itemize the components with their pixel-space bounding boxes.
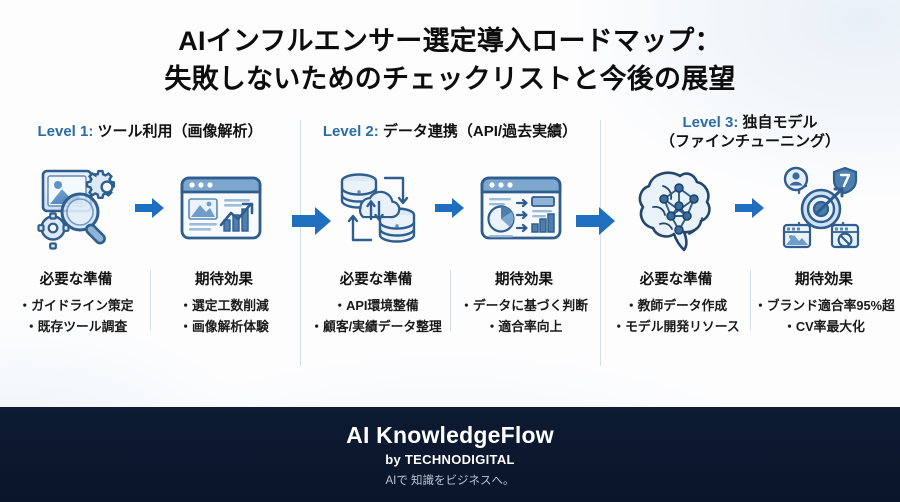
footer-bar: AI KnowledgeFlow by TECHNODIGITAL AIで 知識… (0, 407, 900, 502)
list-item: ・モデル開発リソース (612, 318, 740, 334)
level-1-title: ツール利用（画像解析） (97, 123, 263, 141)
level-1-column-prep: 必要な準備 ・ガイドライン策定 ・既存ツール調査 (2, 268, 150, 337)
level-1-columns: 必要な準備 ・ガイドライン策定 ・既存ツール調査 期待効果 ・選定工数削減 ・画… (0, 268, 300, 337)
level-1-label: Level 1: (37, 123, 94, 141)
arrow-level1-level2 (292, 206, 332, 236)
list-item: ・データに基づく判断 (460, 298, 588, 313)
level-2-title: データ連携（API/過去実績） (382, 123, 578, 141)
roadmap-panels: Level 1: ツール利用（画像解析） (0, 108, 900, 380)
inner-arrow-level-3 (733, 197, 767, 219)
level-panel-3: Level 3: 独自モデル （ファインチューニング） (600, 108, 900, 380)
list-item: ・適合率向上 (485, 318, 563, 334)
brain-neural-network-icon (631, 160, 727, 256)
list-item: ・CV率最大化 (783, 318, 865, 334)
level-2-heading: Level 2: データ連携（API/過去実績） (323, 108, 577, 156)
level-3-effect-list: ・ブランド適合率95%超 ・CV率最大化 (754, 296, 895, 337)
level-2-label: Level 2: (322, 123, 379, 141)
list-item: ・画像解析体験 (179, 318, 269, 334)
level-3-icons (631, 156, 869, 260)
level-panel-1: Level 1: ツール利用（画像解析） (0, 108, 300, 380)
level-1-icons (31, 156, 269, 260)
level-2-column-effect: 期待効果 ・データに基づく判断 ・適合率向上 (450, 268, 598, 337)
title-line-1: AIインフルエンサー選定導入ロードマップ： (178, 26, 722, 56)
arrow-level2-level3 (576, 206, 616, 236)
list-item: ・教師データ作成 (624, 298, 728, 313)
level-3-heading: Level 3: 独自モデル （ファインチューニング） (660, 108, 840, 156)
level-1-effect-list: ・選定工数削減 ・画像解析体験 (154, 296, 294, 337)
database-cloud-sync-icon (331, 160, 427, 256)
level-3-prep-heading: 必要な準備 (639, 272, 713, 288)
dashboard-chart-icon (173, 160, 269, 256)
level-2-effect-list: ・データに基づく判断 ・適合率向上 (454, 296, 594, 337)
level-1-heading: Level 1: ツール利用（画像解析） (37, 108, 262, 156)
image-analysis-icon (31, 160, 127, 256)
level-1-column-effect: 期待効果 ・選定工数削減 ・画像解析体験 (150, 268, 298, 337)
level-2-effect-heading: 期待効果 (495, 272, 553, 288)
inner-arrow-level-2 (433, 197, 467, 219)
list-item: ・ガイドライン策定 (18, 298, 134, 313)
level-3-label: Level 3: (682, 113, 739, 131)
title-line-2: 失敗しないためのチェックリストと今後の展望 (164, 64, 736, 95)
level-2-icons (331, 156, 569, 260)
analytics-flow-icon (473, 160, 569, 256)
level-3-title-line2: （ファインチューニング） (659, 133, 840, 150)
list-item: ・顧客/実績データ整理 (310, 318, 442, 334)
footer-by: by TECHNODIGITAL (385, 451, 515, 467)
level-2-columns: 必要な準備 ・API環境整備 ・顧客/実績データ整理 期待効果 ・データに基づく… (300, 268, 600, 337)
level-3-column-effect: 期待効果 ・ブランド適合率95%超 ・CV率最大化 (750, 268, 898, 337)
list-item: ・API環境整備 (333, 298, 419, 313)
level-3-column-prep: 必要な準備 ・教師データ作成 ・モデル開発リソース (602, 268, 750, 337)
level-3-prep-list: ・教師データ作成 ・モデル開発リソース (606, 296, 746, 337)
level-3-columns: 必要な準備 ・教師データ作成 ・モデル開発リソース 期待効果 ・ブランド適合率9… (600, 268, 900, 337)
level-1-effect-heading: 期待効果 (195, 272, 253, 288)
footer-brand: AI KnowledgeFlow (346, 421, 554, 448)
level-2-prep-list: ・API環境整備 ・顧客/実績データ整理 (306, 296, 446, 337)
list-item: ・既存ツール調査 (24, 318, 128, 334)
level-3-effect-heading: 期待効果 (795, 272, 853, 288)
inner-arrow-level-1 (133, 197, 167, 219)
level-1-prep-heading: 必要な準備 (39, 272, 113, 288)
footer-tagline: AIで 知識をビジネスへ。 (385, 474, 515, 487)
level-2-column-prep: 必要な準備 ・API環境整備 ・顧客/実績データ整理 (302, 268, 450, 337)
list-item: ・ブランド適合率95%超 (754, 298, 895, 313)
level-1-prep-list: ・ガイドライン策定 ・既存ツール調査 (6, 296, 146, 337)
level-3-title: 独自モデル (742, 113, 818, 131)
page-title: AIインフルエンサー選定導入ロードマップ： 失敗しないためのチェックリストと今後… (0, 22, 900, 99)
list-item: ・選定工数削減 (179, 298, 269, 313)
target-precision-icon (773, 160, 869, 256)
level-2-prep-heading: 必要な準備 (339, 272, 413, 288)
level-panel-2: Level 2: データ連携（API/過去実績） (300, 108, 600, 380)
